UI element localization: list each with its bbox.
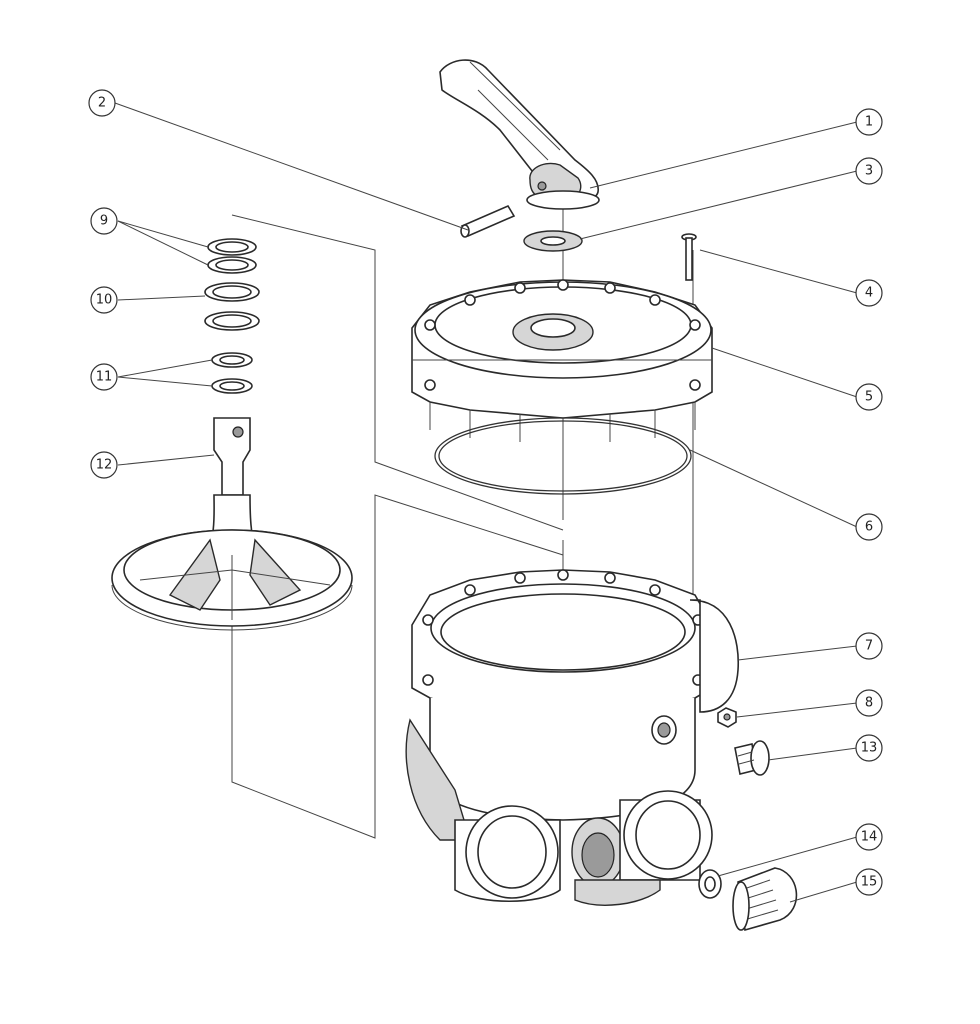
callout-3-label: 3	[865, 164, 873, 179]
callout-6: 6	[855, 513, 883, 541]
body-bolts	[422, 569, 704, 686]
callout-11: 11	[90, 363, 118, 391]
callout-9: 9	[90, 207, 118, 235]
callout-12: 12	[90, 451, 118, 479]
o-ring-part	[434, 417, 692, 495]
callout-6-label: 6	[865, 520, 873, 535]
washer-part	[523, 230, 583, 252]
callout-1-label: 1	[865, 115, 873, 130]
callout-15: 15	[855, 868, 883, 896]
cover-bolts	[424, 279, 701, 391]
callout-8: 8	[855, 689, 883, 717]
handle-part	[439, 59, 600, 210]
callout-3: 3	[855, 157, 883, 185]
callout-2: 2	[88, 89, 116, 117]
callout-11-label: 11	[96, 370, 113, 385]
callout-4-label: 4	[865, 286, 873, 301]
callout-13: 13	[855, 734, 883, 762]
callout-2-label: 2	[98, 96, 106, 111]
callout-14: 14	[855, 823, 883, 851]
callout-5-label: 5	[865, 390, 873, 405]
cap-plug-part	[732, 867, 798, 932]
callout-10-label: 10	[96, 293, 113, 308]
nut-part	[717, 707, 737, 728]
rotor-part	[111, 417, 353, 631]
callout-13-label: 13	[861, 741, 878, 756]
valve-cover-part	[411, 279, 713, 446]
callouts: 1 2 3 4 5 6 7 8 9 10 11 12 13 14 15	[88, 89, 883, 896]
callout-10: 10	[90, 286, 118, 314]
screw-part	[681, 233, 697, 281]
valve-body-part	[405, 569, 740, 906]
small-washer-part	[698, 869, 722, 899]
callout-4: 4	[855, 279, 883, 307]
callout-14-label: 14	[861, 830, 878, 845]
callout-9-label: 9	[100, 214, 108, 229]
leader-lines	[114, 102, 858, 903]
callout-7: 7	[855, 632, 883, 660]
callout-7-label: 7	[865, 639, 873, 654]
callout-8-label: 8	[865, 696, 873, 711]
shaft-rings	[204, 238, 260, 394]
drain-plug-part	[734, 740, 770, 776]
callout-12-label: 12	[96, 458, 113, 473]
callout-1: 1	[855, 108, 883, 136]
pin-part	[460, 204, 516, 238]
callout-15-label: 15	[861, 875, 878, 890]
callout-5: 5	[855, 383, 883, 411]
